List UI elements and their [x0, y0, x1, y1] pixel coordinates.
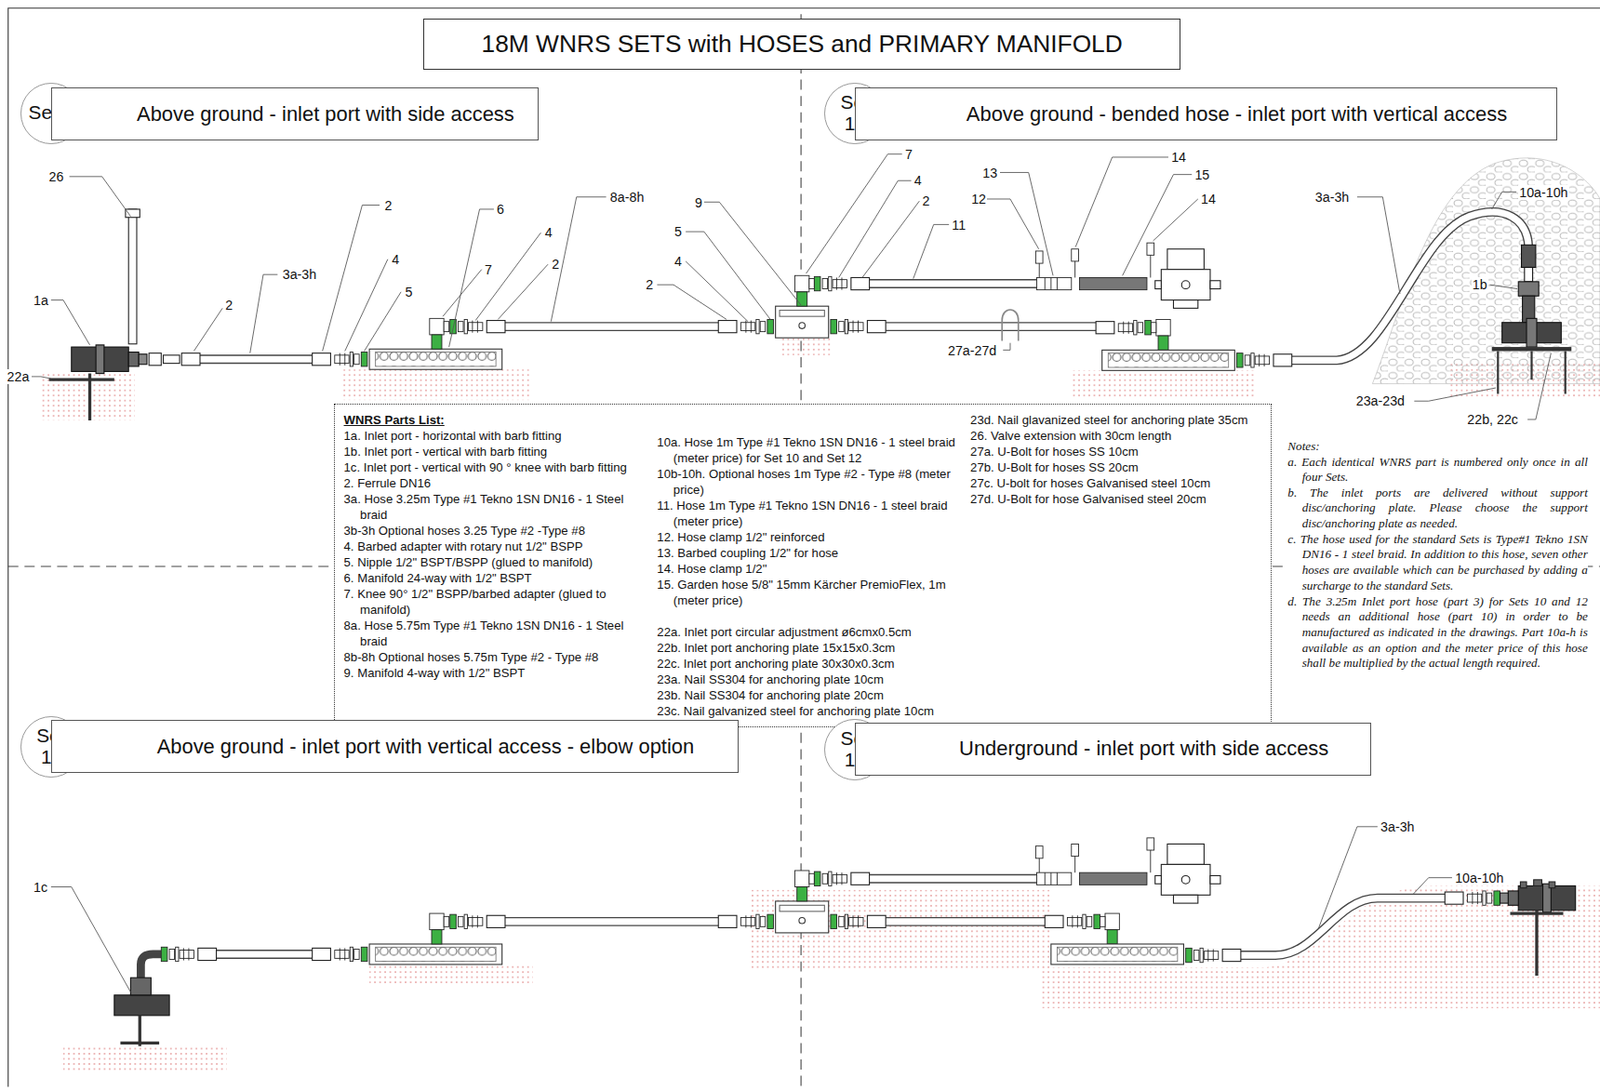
- callout-number: 3a-3h: [281, 266, 318, 282]
- callout-number: 10a-10h: [1518, 185, 1569, 200]
- title-text: 18M WNRS SETS with HOSES and PRIMARY MAN…: [481, 29, 1123, 59]
- set-header-box: Above ground - inlet port with vertical …: [51, 720, 739, 774]
- parts-list-item: 1a. Inlet port - horizontal with barb fi…: [344, 428, 651, 445]
- callout-number: 5: [673, 224, 683, 240]
- parts-list-item: 1c. Inlet port - vertical with 90 ° knee…: [344, 460, 651, 477]
- callout-number: 23a-23d: [1355, 393, 1406, 409]
- note-text: c. The hose used for the standard Sets i…: [1287, 532, 1588, 595]
- callout-number: 27a-27d: [946, 343, 998, 359]
- callout-number: 2: [644, 277, 654, 293]
- callout-number: 6: [495, 201, 506, 217]
- callout-number: 3a-3h: [1379, 819, 1415, 835]
- parts-list-item: 2. Ferrule DN16: [344, 476, 651, 493]
- parts-list-item: 1b. Inlet port - vertical with barb fitt…: [344, 444, 651, 461]
- parts-list-item: 27a. U-Bolt for hoses SS 10cm: [970, 444, 1268, 461]
- set-title: Above ground - bended hose - inlet port …: [966, 102, 1507, 127]
- callout-number: 8a-8h: [609, 189, 645, 205]
- set-header-box: Above ground - inlet port with side acce…: [51, 87, 539, 141]
- callout-number: 4: [544, 225, 554, 240]
- parts-list-item: 5. Nipple 1/2" BSPT/BSPP (glued to manif…: [344, 555, 651, 572]
- parts-list-item: 23d. Nail glavanized steel for anchoring…: [970, 413, 1268, 429]
- callout-number: 7: [483, 262, 494, 278]
- parts-list-item: 11. Hose 1m Type #1 Tekno 1SN DN16 - 1 s…: [656, 498, 963, 531]
- callout-number: 1c: [32, 880, 49, 895]
- parts-list-item: 13. Barbed coupling 1/2" for hose: [656, 546, 963, 562]
- parts-list-item: 22c. Inlet port anchoring plate 30x30x0.…: [656, 656, 963, 673]
- callout-number: 1b: [1471, 277, 1489, 293]
- set-title: Underground - inlet port with side acces…: [959, 736, 1329, 761]
- parts-list-box: WNRS Parts List:1a. Inlet port - horizon…: [333, 403, 1272, 728]
- parts-list-item: 27b. U-Bolt for hoses SS 20cm: [970, 460, 1268, 477]
- callout-number: 4: [390, 252, 400, 267]
- note-text: b. The inlet ports are delivered without…: [1287, 485, 1588, 533]
- parts-list-item: 27d. U-Bolt for hose Galvanised steel 20…: [970, 492, 1268, 508]
- note-text: d. The 3.25m Inlet port hose (part 3) fo…: [1287, 594, 1588, 672]
- callout-number: 2: [383, 198, 393, 214]
- callout-number: 5: [403, 284, 414, 300]
- set-header-box: Above ground - bended hose - inlet port …: [854, 87, 1558, 141]
- parts-list-item: 6. Manifold 24-way with 1/2" BSPT: [344, 571, 651, 587]
- callout-number: 7: [904, 146, 914, 162]
- set-header-box: Underground - inlet port with side acces…: [854, 722, 1372, 776]
- callout-number: 2: [224, 297, 234, 313]
- callout-number: 13: [981, 165, 999, 181]
- callout-number: 15: [1193, 167, 1211, 183]
- parts-list-item: 8a. Hose 5.75m Type #1 Tekno 1SN DN16 - …: [344, 618, 651, 651]
- parts-list-item: 22b. Inlet port anchoring plate 15x15x0.…: [656, 640, 963, 657]
- set-title: Above ground - inlet port with vertical …: [157, 734, 695, 760]
- parts-list-item: 23b. Nail SS304 for anchoring plate 20cm: [656, 688, 963, 705]
- title-box: 18M WNRS SETS with HOSES and PRIMARY MAN…: [423, 18, 1181, 70]
- parts-list-item: 7. Knee 90° 1/2" BSPP/barbed adapter (gl…: [344, 586, 651, 619]
- parts-list-item: 9. Manifold 4-way with 1/2" BSPT: [344, 666, 651, 682]
- callout-number: 4: [913, 173, 923, 188]
- callout-number: 22b, 22c: [1466, 412, 1520, 427]
- callout-number: 22a: [6, 369, 31, 385]
- parts-list-item: 12. Hose clamp 1/2" reinforced: [656, 530, 963, 547]
- callout-number: 4: [673, 253, 683, 269]
- callout-number: 26: [48, 169, 66, 185]
- callout-number: 11: [950, 217, 967, 233]
- callout-number: 3a-3h: [1314, 189, 1350, 205]
- parts-list-item: 15. Garden hose 5/8" 15mm Kärcher Premio…: [656, 577, 963, 610]
- callout-number: 2: [550, 256, 560, 272]
- callout-number: 14: [1170, 149, 1187, 165]
- callout-number: 1a: [32, 293, 50, 308]
- callout-number: 2: [921, 193, 932, 209]
- parts-list-item: 14. Hose clamp 1/2": [656, 561, 963, 578]
- parts-list-item: 27c. U-bolt for hoses Galvanised steel 1…: [970, 476, 1268, 493]
- parts-list-item: 22a. Inlet port circular adjustment ø6cm…: [656, 625, 963, 641]
- parts-list-item: 3b-3h Optional hoses 3.25 Type #2 -Type …: [344, 523, 651, 540]
- callout-number: 10a-10h: [1453, 870, 1505, 886]
- callout-number: 14: [1200, 191, 1217, 207]
- parts-list-item: 3a. Hose 3.25m Type #1 Tekno 1SN DN16 - …: [344, 492, 651, 524]
- parts-list-heading: WNRS Parts List:: [344, 413, 651, 429]
- note-text: a. Each identical WNRS part is numbered …: [1287, 454, 1588, 486]
- parts-list-item: 4. Barbed adapter with rotary nut 1/2" B…: [344, 539, 651, 556]
- parts-list-item: 23a. Nail SS304 for anchoring plate 10cm: [656, 672, 963, 689]
- callout-number: 9: [693, 195, 704, 211]
- parts-list-item: 26. Valve extension with 30cm length: [970, 428, 1268, 445]
- parts-list-item: 8b-8h Optional hoses 5.75m Type #2 - Typ…: [344, 650, 651, 667]
- parts-list-item: 10b-10h. Optional hoses 1m Type #2 - Typ…: [656, 466, 963, 499]
- set-title: Above ground - inlet port with side acce…: [136, 102, 515, 127]
- parts-list-item: 10a. Hose 1m Type #1 Tekno 1SN DN16 - 1 …: [656, 435, 963, 467]
- note-text: Notes:: [1287, 439, 1588, 455]
- parts-list-item: 23c. Nail galvanized steel for anchoring…: [656, 704, 963, 720]
- callout-number: 12: [970, 191, 987, 207]
